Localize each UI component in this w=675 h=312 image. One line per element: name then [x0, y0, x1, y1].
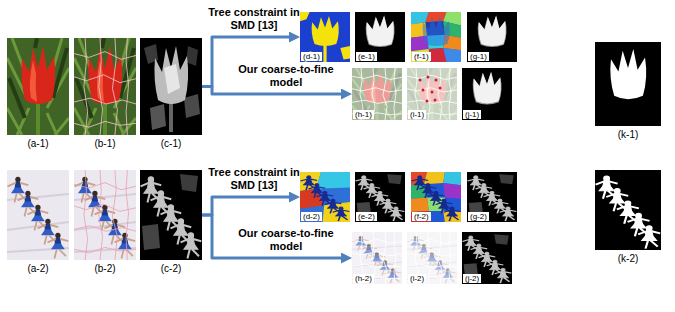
- branch-label: Tree constraint in SMD [13]: [208, 6, 300, 32]
- panel-caption: (j-1): [463, 110, 481, 119]
- image-panel: (h-1): [352, 68, 402, 120]
- panel-caption: (c-1): [134, 138, 208, 150]
- branch-label: Our coarse-to-fine model: [230, 227, 342, 253]
- image-panel: (j-2): [462, 232, 512, 284]
- panel-caption: (f-2): [412, 212, 431, 221]
- image-panel: (d-2): [300, 172, 350, 222]
- panel-caption: (b-1): [68, 138, 142, 150]
- image-panel: (a-1): [7, 38, 69, 135]
- panel-caption: (f-1): [412, 52, 431, 61]
- panel-caption: (d-2): [301, 212, 322, 221]
- branch-arrow: [202, 215, 343, 258]
- panel-caption: (h-2): [353, 274, 374, 283]
- image-panel: (f-2): [411, 172, 461, 222]
- image-panel: (e-1): [355, 12, 405, 62]
- image-panel: (d-1): [300, 12, 350, 62]
- image-panel: (j-1): [462, 68, 512, 120]
- panel-caption: (j-2): [463, 274, 481, 283]
- image-panel: (k-2): [595, 170, 661, 250]
- image-panel: (g-1): [467, 12, 517, 62]
- panel-caption: (d-1): [301, 52, 322, 61]
- panel-caption: (a-2): [1, 263, 75, 275]
- image-panel: (c-1): [140, 38, 202, 135]
- image-panel: (e-2): [355, 172, 405, 222]
- image-panel: (c-2): [140, 170, 202, 260]
- panel-caption: (i-1): [408, 110, 426, 119]
- image-panel: (f-1): [411, 12, 461, 62]
- panel-caption: (e-1): [356, 52, 377, 61]
- image-panel: (a-2): [7, 170, 69, 260]
- panel-caption: (a-1): [1, 138, 75, 150]
- panel-caption: (c-2): [134, 263, 208, 275]
- image-panel: (h-2): [352, 232, 402, 284]
- branch-label: Our coarse-to-fine model: [230, 63, 342, 89]
- branch-label: Tree constraint in SMD [13]: [208, 166, 300, 192]
- panel-caption: (i-2): [408, 274, 426, 283]
- image-panel: (b-2): [74, 170, 136, 260]
- panel-caption: (k-1): [589, 129, 667, 141]
- panel-caption: (g-1): [468, 52, 489, 61]
- branch-arrow: [202, 197, 291, 215]
- image-panel: (g-2): [467, 172, 517, 222]
- panel-caption: (k-2): [589, 253, 667, 265]
- image-panel: (k-1): [595, 42, 661, 126]
- image-panel: (i-2): [407, 232, 457, 284]
- panel-caption: (g-2): [468, 212, 489, 221]
- panel-caption: (e-2): [356, 212, 377, 221]
- image-panel: (i-1): [407, 68, 457, 120]
- panel-caption: (b-2): [68, 263, 142, 275]
- panel-caption: (h-1): [353, 110, 374, 119]
- image-panel: (b-1): [74, 38, 136, 135]
